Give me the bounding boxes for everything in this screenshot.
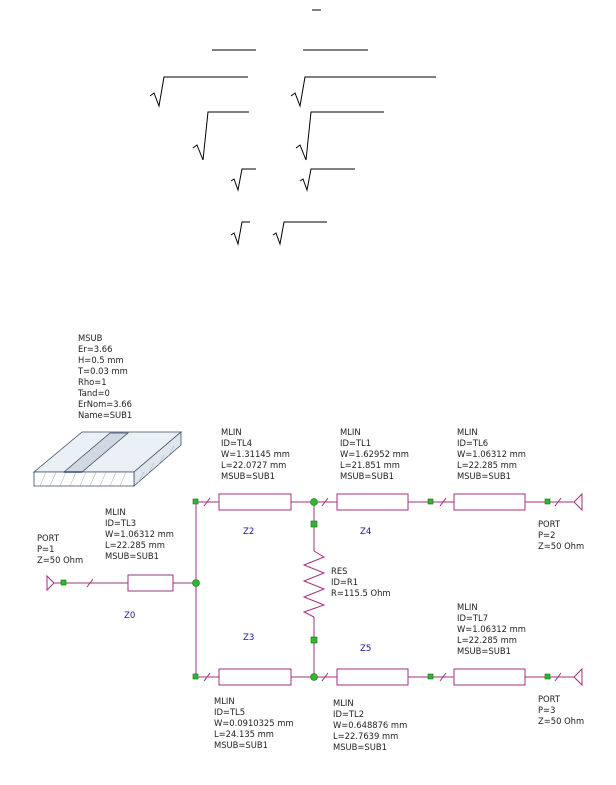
mlin-label: MSUB=SUB1 bbox=[333, 742, 387, 752]
mlin-label: MSUB=SUB1 bbox=[105, 551, 159, 561]
resistor-label: R=115.5 Ohm bbox=[331, 588, 391, 598]
mlin-tl6[interactable]: MLIN ID=TL6 W=1.06312 mm L=22.285 mm MSU… bbox=[453, 427, 526, 511]
mlin-label: MSUB=SUB1 bbox=[457, 471, 511, 481]
radical-sign bbox=[149, 76, 248, 108]
mlin-label: L=24.135 mm bbox=[214, 729, 274, 739]
junction-node bbox=[310, 673, 318, 681]
substrate-block-icon[interactable] bbox=[32, 431, 183, 487]
port-label: Z=50 Ohm bbox=[538, 541, 584, 551]
radical-sign bbox=[272, 221, 327, 246]
port-label: P=1 bbox=[37, 544, 54, 554]
mlin-label: MSUB=SUB1 bbox=[214, 740, 268, 750]
mlin-label: W=1.06312 mm bbox=[457, 449, 526, 459]
port-1[interactable]: PORT P=1 Z=50 Ohm bbox=[37, 533, 83, 592]
mlin-label: ID=TL7 bbox=[457, 613, 488, 623]
substrate-line: Tand=0 bbox=[77, 388, 110, 398]
mlin-label: MLIN bbox=[457, 602, 478, 612]
substrate-line: Name=SUB1 bbox=[78, 410, 132, 420]
mlin-label: L=22.285 mm bbox=[457, 460, 517, 470]
mlin-label: MLIN bbox=[105, 507, 126, 517]
impedance-label: Z3 bbox=[243, 633, 254, 643]
impedance-label: Z4 bbox=[360, 527, 371, 537]
mlin-label: ID=TL5 bbox=[214, 707, 245, 717]
radical-sign bbox=[295, 111, 384, 161]
mlin-label: W=1.06312 mm bbox=[457, 624, 526, 634]
mlin-label: MLIN bbox=[457, 427, 478, 437]
mlin-tl7[interactable]: MLIN ID=TL7 W=1.06312 mm L=22.285 mm MSU… bbox=[453, 602, 526, 686]
mlin-label: L=22.285 mm bbox=[457, 635, 517, 645]
port-label: PORT bbox=[538, 519, 561, 529]
substrate-line: H=0.5 mm bbox=[78, 355, 124, 365]
mlin-label: L=22.285 mm bbox=[105, 540, 165, 550]
resistor-r1[interactable]: RES ID=R1 R=115.5 Ohm bbox=[302, 520, 391, 644]
mlin-tl1[interactable]: MLIN ID=TL1 W=1.62952 mm L=21.851 mm MSU… bbox=[336, 427, 409, 537]
mlin-label: W=1.06312 mm bbox=[105, 529, 174, 539]
mlin-label: MSUB=SUB1 bbox=[340, 471, 394, 481]
port-label: Z=50 Ohm bbox=[538, 716, 584, 726]
mlin-tl5[interactable]: Z3 MLIN ID=TL5 W=0.0910325 mm L=24.135 m… bbox=[214, 633, 294, 750]
terminal-marker bbox=[192, 498, 199, 505]
resistor-label: RES bbox=[331, 566, 347, 576]
terminal-marker bbox=[427, 498, 434, 505]
terminal-marker bbox=[192, 673, 199, 680]
radical-sign bbox=[230, 221, 250, 246]
substrate-line: MSUB bbox=[78, 333, 103, 343]
mlin-label: L=22.7639 mm bbox=[333, 731, 398, 741]
junction-node bbox=[310, 498, 318, 506]
mlin-label: ID=TL2 bbox=[333, 709, 364, 719]
mlin-label: MLIN bbox=[214, 696, 235, 706]
mlin-label: MLIN bbox=[340, 427, 361, 437]
mlin-label: L=22.0727 mm bbox=[221, 460, 286, 470]
mlin-label: ID=TL1 bbox=[340, 438, 371, 448]
impedance-label: Z2 bbox=[243, 527, 254, 537]
radical-sign bbox=[192, 111, 249, 161]
mlin-label: ID=TL4 bbox=[221, 438, 252, 448]
port-label: P=3 bbox=[538, 705, 555, 715]
mlin-tl4[interactable]: MLIN ID=TL4 W=1.31145 mm L=22.0727 mm MS… bbox=[218, 427, 292, 537]
mlin-label: ID=TL6 bbox=[457, 438, 488, 448]
substrate-line: ErNom=3.66 bbox=[78, 399, 132, 409]
port-label: PORT bbox=[538, 694, 561, 704]
formula-area bbox=[149, 9, 436, 246]
substrate-line: Rho=1 bbox=[78, 377, 107, 387]
mlin-label: MLIN bbox=[221, 427, 242, 437]
port-label: PORT bbox=[37, 533, 60, 543]
mlin-label: ID=TL3 bbox=[105, 518, 136, 528]
radical-sign bbox=[299, 168, 355, 192]
port-label: Z=50 Ohm bbox=[37, 555, 83, 565]
mlin-tl2[interactable]: Z5 MLIN ID=TL2 W=0.648876 mm L=22.7639 m… bbox=[333, 644, 409, 752]
mlin-label: MSUB=SUB1 bbox=[221, 471, 275, 481]
impedance-label: Z5 bbox=[360, 644, 371, 654]
substrate-line: Er=3.66 bbox=[78, 344, 112, 354]
substrate-line: T=0.03 mm bbox=[77, 366, 128, 376]
port-label: P=2 bbox=[538, 530, 555, 540]
port-3[interactable]: PORT P=3 Z=50 Ohm bbox=[538, 667, 584, 726]
mlin-label: W=1.31145 mm bbox=[221, 449, 290, 459]
mlin-label: MSUB=SUB1 bbox=[457, 646, 511, 656]
resistor-label: ID=R1 bbox=[331, 577, 358, 587]
terminal-marker bbox=[427, 673, 434, 680]
mlin-label: MLIN bbox=[333, 698, 354, 708]
connection-nodes bbox=[192, 498, 434, 681]
radical-sign bbox=[290, 76, 436, 108]
mlin-label: W=0.648876 mm bbox=[333, 720, 407, 730]
substrate-label[interactable]: MSUB Er=3.66 H=0.5 mm T=0.03 mm Rho=1 Ta… bbox=[77, 333, 132, 420]
mlin-tl3[interactable]: MLIN ID=TL3 W=1.06312 mm L=22.285 mm MSU… bbox=[105, 507, 174, 621]
radical-sign bbox=[230, 168, 256, 192]
mlin-label: L=21.851 mm bbox=[340, 460, 400, 470]
mlin-label: W=1.62952 mm bbox=[340, 449, 409, 459]
mlin-label: W=0.0910325 mm bbox=[214, 718, 294, 728]
port-2[interactable]: PORT P=2 Z=50 Ohm bbox=[538, 492, 584, 551]
junction-node bbox=[192, 579, 200, 587]
impedance-label: Z0 bbox=[124, 611, 135, 621]
